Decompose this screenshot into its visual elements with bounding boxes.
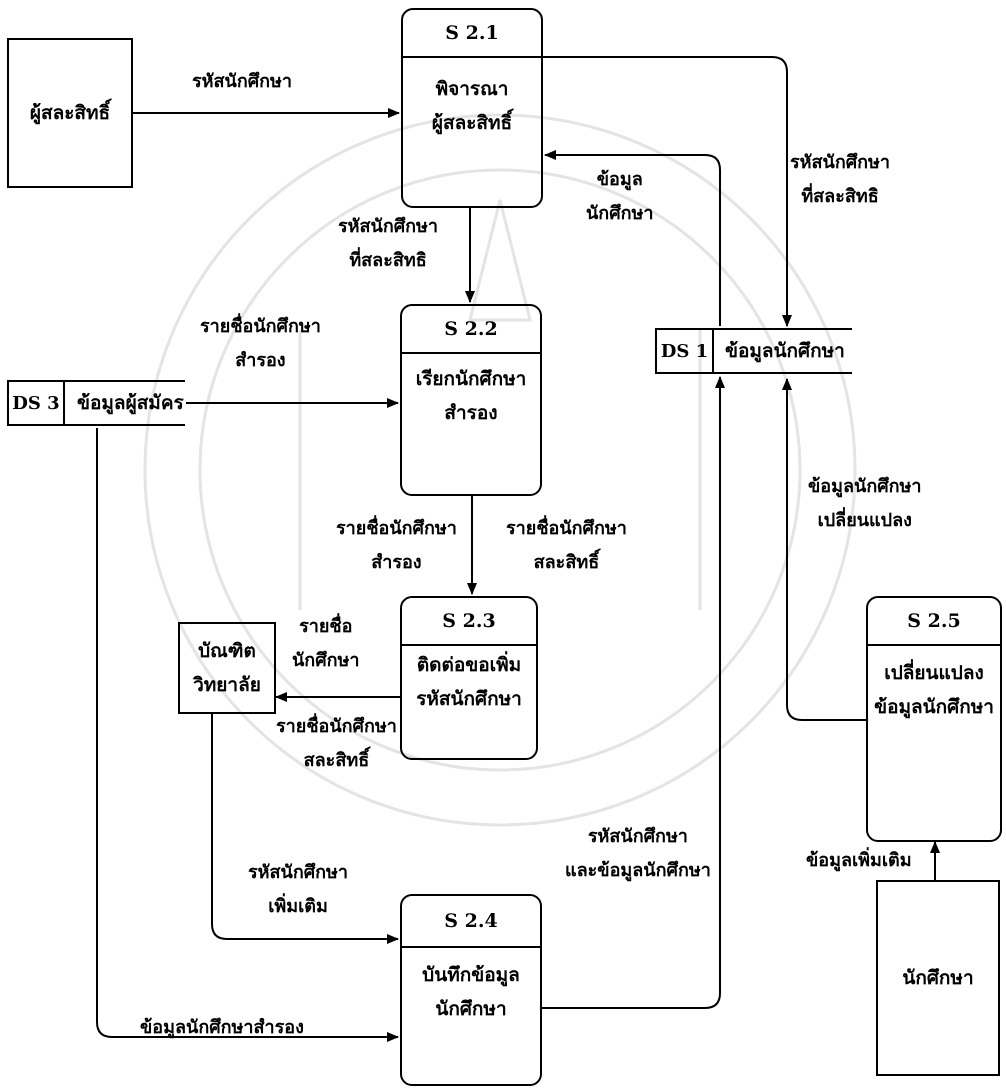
process-s21-line1: พิจารณา	[435, 78, 509, 100]
flow-label-s24-to-ds1-line1: รหัสนักศึกษา	[587, 826, 688, 847]
seal-spire-shape	[468, 199, 532, 322]
flow-label-ds3-to-s24: ข้อมูลนักศึกษาสำรอง	[140, 1017, 304, 1038]
flow-label-s22-to-s23-a-line2: สำรอง	[371, 552, 422, 573]
arrow-s25-to-ds1	[782, 378, 866, 721]
datastore-ds3: DS 3 ข้อมูลผู้สมัคร	[7, 380, 185, 426]
process-s24-line2: นักศึกษา	[435, 998, 507, 1020]
process-s23-line1: ติดต่อขอเพิ่ม	[416, 654, 522, 676]
datastore-ds1-id: DS 1	[657, 330, 714, 372]
flow-label-s22-to-s23-a: รายชื่อนักศึกษา สำรอง	[336, 512, 457, 580]
process-s23-line2: รหัสนักศึกษา	[416, 688, 522, 710]
flow-label-s23-to-grad-b: รายชื่อนักศึกษา สละสิทธิ์	[276, 710, 397, 778]
flow-label-ds1-to-s21-line1: ข้อมูล	[596, 169, 643, 190]
entity-grad-school: บัณฑิต วิทยาลัย	[178, 622, 276, 714]
flow-label-ds3-to-s22: รายชื่อนักศึกษา สำรอง	[200, 310, 321, 378]
flow-label-student-to-s25: ข้อมูลเพิ่มเติม	[806, 850, 912, 871]
process-s22-id: S 2.2	[402, 306, 540, 354]
process-s25-line1: เปลี่ยนแปลง	[884, 662, 984, 684]
entity-waiver: ผู้สละสิทธิ์	[7, 38, 133, 188]
process-s22-line1: เรียกนักศึกษา	[415, 368, 527, 390]
entity-grad-school-line1: บัณฑิต	[198, 640, 256, 662]
flow-label-s21-to-ds1-line1: รหัสนักศึกษา	[790, 152, 891, 173]
arrow-s21-to-ds1	[543, 56, 792, 327]
flow-label-ds1-to-s21-line2: นักศึกษา	[586, 203, 654, 224]
arrow-ds1-to-s21	[544, 150, 721, 326]
flow-label-grad-to-s24: รหัสนักศึกษา เพิ่มเติม	[248, 856, 348, 924]
process-s24-line1: บันทึกข้อมูล	[422, 964, 520, 986]
arrow-s24-to-ds1	[542, 376, 725, 1009]
entity-student-label: นักศึกษา	[902, 967, 974, 989]
process-s25-id: S 2.5	[868, 598, 1000, 646]
process-s22-line2: สำรอง	[444, 402, 498, 424]
datastore-ds3-id: DS 3	[9, 382, 65, 424]
process-s21-id: S 2.1	[403, 10, 541, 58]
process-s25: S 2.5 เปลี่ยนแปลง ข้อมูลนักศึกษา	[866, 596, 1002, 842]
flow-label-s24-to-ds1: รหัสนักศึกษา และข้อมูลนักศึกษา	[565, 820, 711, 888]
process-s21-line2: ผู้สละสิทธิ์	[431, 112, 513, 134]
flow-label-s25-to-ds1: ข้อมูลนักศึกษา เปลี่ยนแปลง	[808, 470, 922, 538]
flow-label-s22-to-s23-b-line1: รายชื่อนักศึกษา	[506, 518, 627, 539]
seal-pillar-shapes	[298, 330, 702, 610]
flow-label-s21-to-s22-line2: ที่สละสิทธิ	[349, 250, 427, 271]
process-s23-id: S 2.3	[402, 598, 536, 646]
process-s21: S 2.1 พิจารณา ผู้สละสิทธิ์	[401, 8, 543, 208]
flow-label-s23-to-grad-a-line2: นักศึกษา	[292, 650, 360, 671]
flow-label-s21-to-ds1: รหัสนักศึกษา ที่สละสิทธิ	[790, 146, 890, 214]
flow-label-s25-to-ds1-line1: ข้อมูลนักศึกษา	[808, 476, 922, 497]
flow-label-s24-to-ds1-line2: และข้อมูลนักศึกษา	[565, 860, 711, 881]
process-s24-id: S 2.4	[402, 896, 540, 948]
entity-grad-school-line2: วิทยาลัย	[193, 674, 261, 696]
flow-label-s22-to-s23-b-line2: สละสิทธิ์	[533, 552, 600, 573]
process-s23: S 2.3 ติดต่อขอเพิ่ม รหัสนักศึกษา	[400, 596, 538, 760]
seal-inner-ring	[198, 168, 802, 772]
flow-label-grad-to-s24-line2: เพิ่มเติม	[268, 896, 328, 917]
flow-label-s22-to-s23-b: รายชื่อนักศึกษา สละสิทธิ์	[506, 512, 627, 580]
flow-label-ds3-to-s22-line2: สำรอง	[235, 350, 286, 371]
flow-label-waiver-to-s21: รหัสนักศึกษา	[192, 71, 293, 92]
entity-waiver-label: ผู้สละสิทธิ์	[29, 102, 111, 124]
flow-label-s23-to-grad-a: รายชื่อ นักศึกษา	[292, 610, 360, 678]
flow-label-s21-to-s22-line1: รหัสนักศึกษา	[338, 216, 439, 237]
datastore-ds1-name: ข้อมูลนักศึกษา	[725, 340, 845, 362]
flow-label-grad-to-s24-line1: รหัสนักศึกษา	[248, 862, 349, 883]
flow-label-s23-to-grad-b-line2: สละสิทธิ์	[303, 750, 370, 771]
arrow-ds3-to-s24	[96, 428, 399, 1042]
arrow-grad-to-s24	[211, 714, 399, 944]
process-s24: S 2.4 บันทึกข้อมูล นักศึกษา	[400, 894, 542, 1086]
flow-label-s23-to-grad-a-line1: รายชื่อ	[299, 616, 353, 637]
flow-label-s23-to-grad-b-line1: รายชื่อนักศึกษา	[276, 716, 397, 737]
flow-label-s25-to-ds1-line2: เปลี่ยนแปลง	[817, 510, 912, 531]
process-s25-line2: ข้อมูลนักศึกษา	[874, 696, 994, 718]
seal-outer-ring	[143, 113, 857, 827]
process-s22: S 2.2 เรียกนักศึกษา สำรอง	[400, 304, 542, 496]
flow-label-ds1-to-s21: ข้อมูล นักศึกษา	[586, 163, 654, 231]
flow-label-s21-to-s22: รหัสนักศึกษา ที่สละสิทธิ	[338, 210, 438, 278]
datastore-ds3-name: ข้อมูลผู้สมัคร	[77, 392, 184, 414]
datastore-ds1: DS 1 ข้อมูลนักศึกษา	[655, 328, 852, 374]
flow-label-s21-to-ds1-line2: ที่สละสิทธิ	[801, 186, 879, 207]
flow-label-s22-to-s23-a-line1: รายชื่อนักศึกษา	[336, 518, 457, 539]
flow-label-ds3-to-s22-line1: รายชื่อนักศึกษา	[200, 316, 321, 337]
entity-student: นักศึกษา	[876, 880, 1000, 1076]
